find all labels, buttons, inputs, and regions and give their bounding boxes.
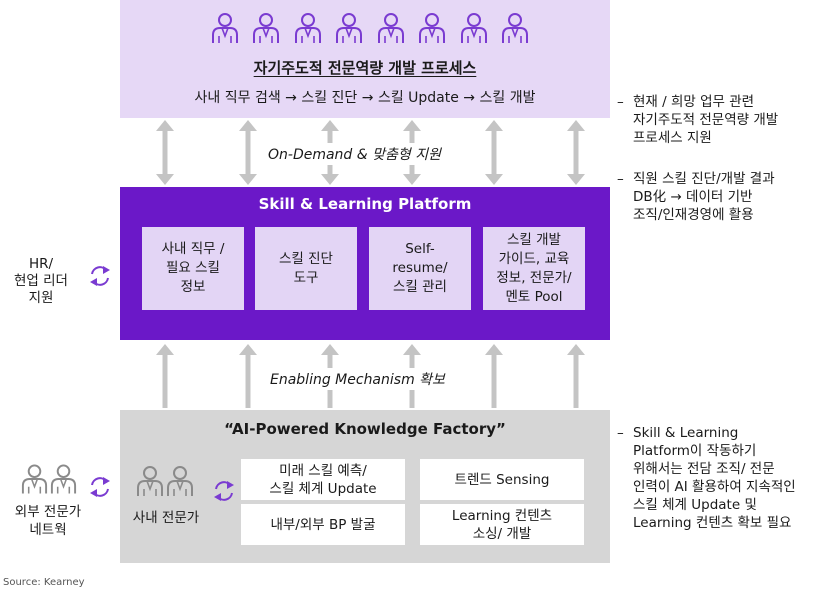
person-icon [50,464,77,494]
source-note: Source: Kearney [3,577,85,588]
person-icon [253,13,280,43]
double-arrow [567,120,585,185]
factory-card-bp-discovery: 내부/외부 BP 발굴 [241,504,405,545]
employee-people-icons [210,12,530,46]
card-text: 내부/외부 BP 발굴 [270,516,376,533]
up-arrow [156,344,174,408]
person-icon [377,13,404,43]
person-icon [167,466,193,496]
person-icon [212,13,238,43]
person-icon [501,13,528,43]
cycle-arrows-icon [90,266,110,286]
self-directed-process-box [120,0,610,118]
up-arrow [239,344,257,408]
card-text: 미래 스킬 예측/스킬 체계 Update [269,462,377,497]
process-title: 자기주도적 전문역량 개발 프로세스 [253,59,477,77]
note-dash: – [617,94,624,110]
process-steps: 사내 직무 검색 → 스킬 진단 → 스킬 Update → 스킬 개발 [194,90,536,106]
person-icon [294,13,321,43]
card-text: Self-resume/스킬 관리 [392,241,448,295]
enabling-mechanism-label: Enabling Mechanism 확보 [264,368,451,390]
factory-title: “AI-Powered Knowledge Factory” [224,420,506,438]
platform-title: Skill & Learning Platform [258,195,472,213]
person-icon [419,13,446,43]
note-dash: – [617,171,624,187]
external-experts-icon [20,463,78,497]
cycle-arrows-icon [90,477,110,497]
person-icon [137,466,163,496]
factory-card-trend-sensing: 트렌드 Sensing [420,459,584,500]
double-arrow [239,120,257,185]
note-dash: – [617,425,624,441]
cycle-arrows-icon [214,481,234,501]
internal-experts-icon [135,465,195,499]
person-icon [460,13,487,43]
up-arrow [485,344,503,408]
platform-card-self-resume: Self-resume/스킬 관리 [369,227,471,310]
internal-experts-label: 사내 전문가 [132,510,200,526]
double-arrow [156,120,174,185]
up-arrow [567,344,585,408]
factory-card-future-skills: 미래 스킬 예측/스킬 체계 Update [241,459,405,500]
on-demand-label: On-Demand & 맞춤형 지원 [262,143,447,165]
person-icon [21,464,48,494]
double-arrow [485,120,503,185]
card-text: 트렌드 Sensing [454,471,550,488]
person-icon [336,13,363,43]
